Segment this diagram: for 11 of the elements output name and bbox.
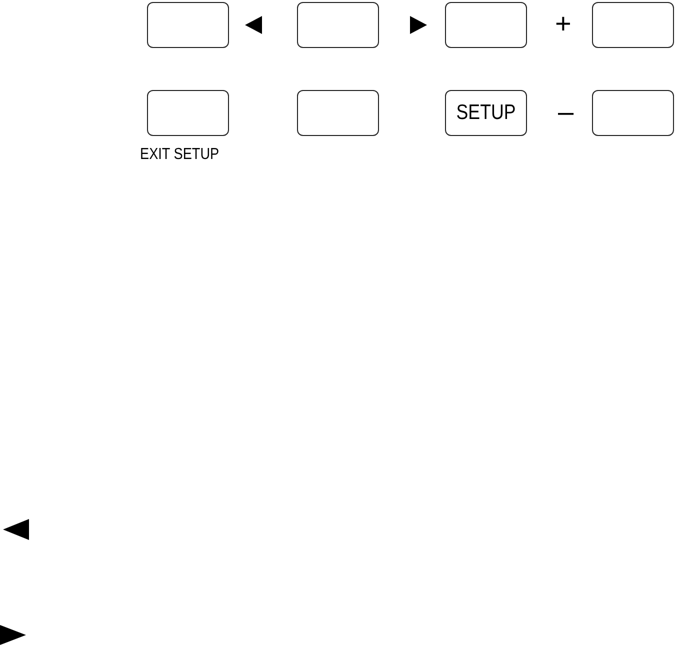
key-button [592, 90, 674, 136]
key-caption: EXIT SETUP [140, 146, 220, 164]
key-button [297, 2, 379, 48]
key-button [592, 2, 674, 48]
sign-label: + [555, 10, 572, 38]
key-button: SETUP [445, 90, 527, 136]
sign-label: – [558, 98, 574, 126]
key-button [297, 90, 379, 136]
key-button [147, 2, 229, 48]
key-button [445, 2, 527, 48]
key-button [147, 90, 229, 136]
